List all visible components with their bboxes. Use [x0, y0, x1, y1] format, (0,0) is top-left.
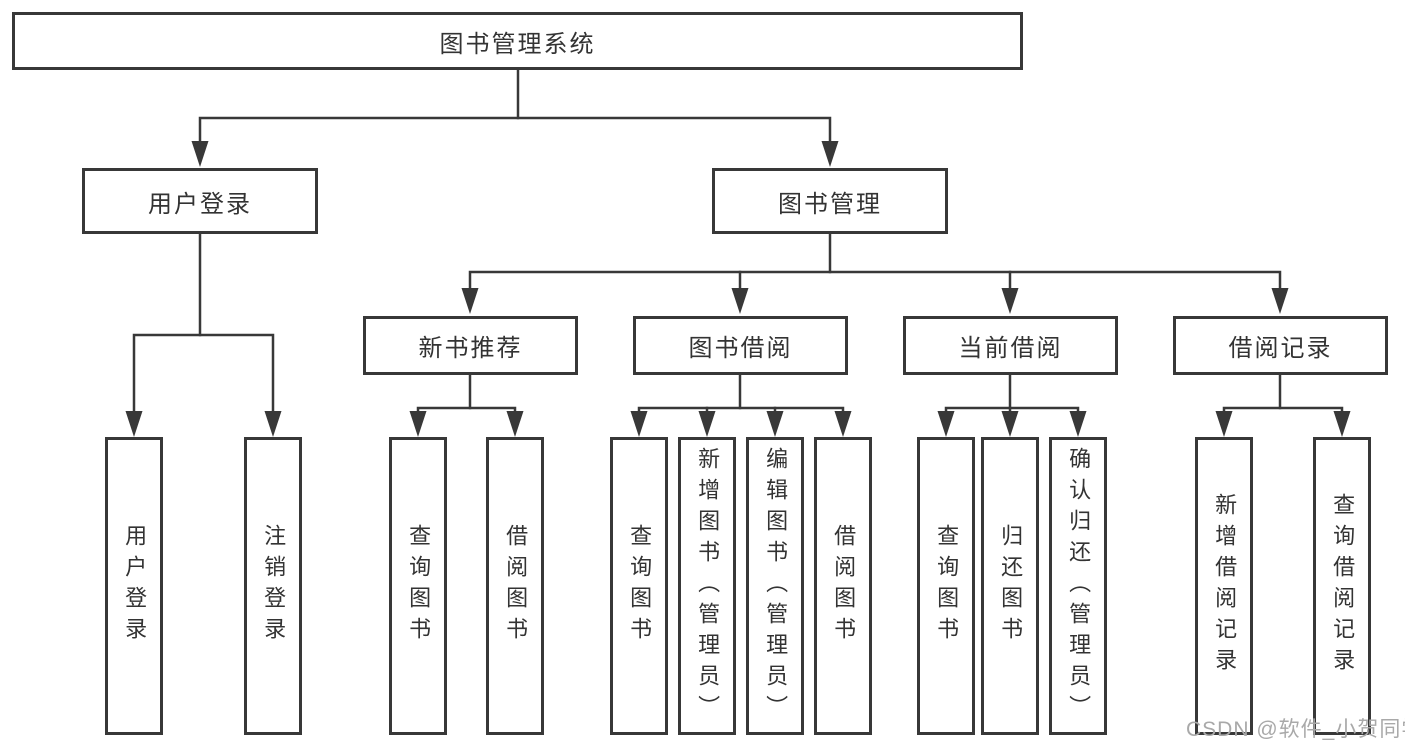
node-book-management-label: 图书管理: [778, 190, 882, 218]
leaf-confirm-return-admin-label: 确认归还（管理员）: [1066, 446, 1092, 726]
node-book-management: 图书管理: [712, 168, 948, 234]
leaf-query-books-2-label: 查询图书: [627, 524, 653, 648]
leaf-edit-books-admin-label: 编辑图书（管理员）: [763, 446, 789, 726]
leaf-confirm-return-admin: 确认归还（管理员）: [1049, 437, 1107, 735]
node-borrowing-records: 借阅记录: [1173, 316, 1388, 375]
leaf-query-books-1: 查询图书: [389, 437, 447, 735]
node-book-borrowing-label: 图书借阅: [688, 335, 793, 362]
leaf-add-borrow-record-label: 新增借阅记录: [1212, 493, 1238, 679]
node-borrowing-records-label: 借阅记录: [1228, 335, 1333, 362]
node-new-book-recommendation: 新书推荐: [363, 316, 578, 375]
node-current-borrowing: 当前借阅: [903, 316, 1118, 375]
watermark: CSDN @软件_小贺同学: [1186, 713, 1405, 743]
node-user-login: 用户登录: [82, 168, 318, 234]
node-user-login-label: 用户登录: [148, 190, 252, 218]
leaf-query-books-3: 查询图书: [917, 437, 975, 735]
node-new-book-recommendation-label: 新书推荐: [418, 335, 523, 362]
node-book-borrowing: 图书借阅: [633, 316, 848, 375]
leaf-borrow-books-1-label: 借阅图书: [503, 524, 529, 648]
connector-user-login-to-leaves: [125, 232, 282, 437]
node-library-system-label: 图书管理系统: [439, 30, 596, 58]
leaf-logout-login-label: 注销登录: [261, 524, 287, 648]
leaf-query-borrow-record: 查询借阅记录: [1313, 437, 1371, 735]
connector-borrowing-records-to-leaves: [1215, 373, 1351, 437]
node-current-borrowing-label: 当前借阅: [958, 335, 1063, 362]
leaf-query-books-2: 查询图书: [610, 437, 668, 735]
leaf-user-login-label: 用户登录: [122, 524, 148, 648]
connector-current-borrowing-to-leaves: [937, 373, 1087, 437]
leaf-edit-books-admin: 编辑图书（管理员）: [746, 437, 804, 735]
connector-book-borrowing-to-leaves: [630, 373, 852, 437]
watermark-text: CSDN @软件_小贺同学: [1186, 718, 1405, 741]
connector-book-management-to-level3: [461, 232, 1289, 314]
leaf-query-borrow-record-label: 查询借阅记录: [1330, 493, 1356, 679]
leaf-query-books-3-label: 查询图书: [934, 524, 960, 648]
connector-new-book-recommendation-to-leaves: [409, 373, 524, 437]
leaf-add-borrow-record: 新增借阅记录: [1195, 437, 1253, 735]
leaf-borrow-books-1: 借阅图书: [486, 437, 544, 735]
leaf-borrow-books-2: 借阅图书: [814, 437, 872, 735]
leaf-return-books: 归还图书: [981, 437, 1039, 735]
leaf-add-books-admin: 新增图书（管理员）: [678, 437, 736, 735]
node-library-system: 图书管理系统: [12, 12, 1023, 70]
leaf-return-books-label: 归还图书: [998, 524, 1024, 648]
leaf-add-books-admin-label: 新增图书（管理员）: [695, 446, 721, 726]
connector-root-to-level2: [191, 68, 839, 167]
leaf-logout-login: 注销登录: [244, 437, 302, 735]
leaf-user-login: 用户登录: [105, 437, 163, 735]
leaf-borrow-books-2-label: 借阅图书: [831, 524, 857, 648]
leaf-query-books-1-label: 查询图书: [406, 524, 432, 648]
